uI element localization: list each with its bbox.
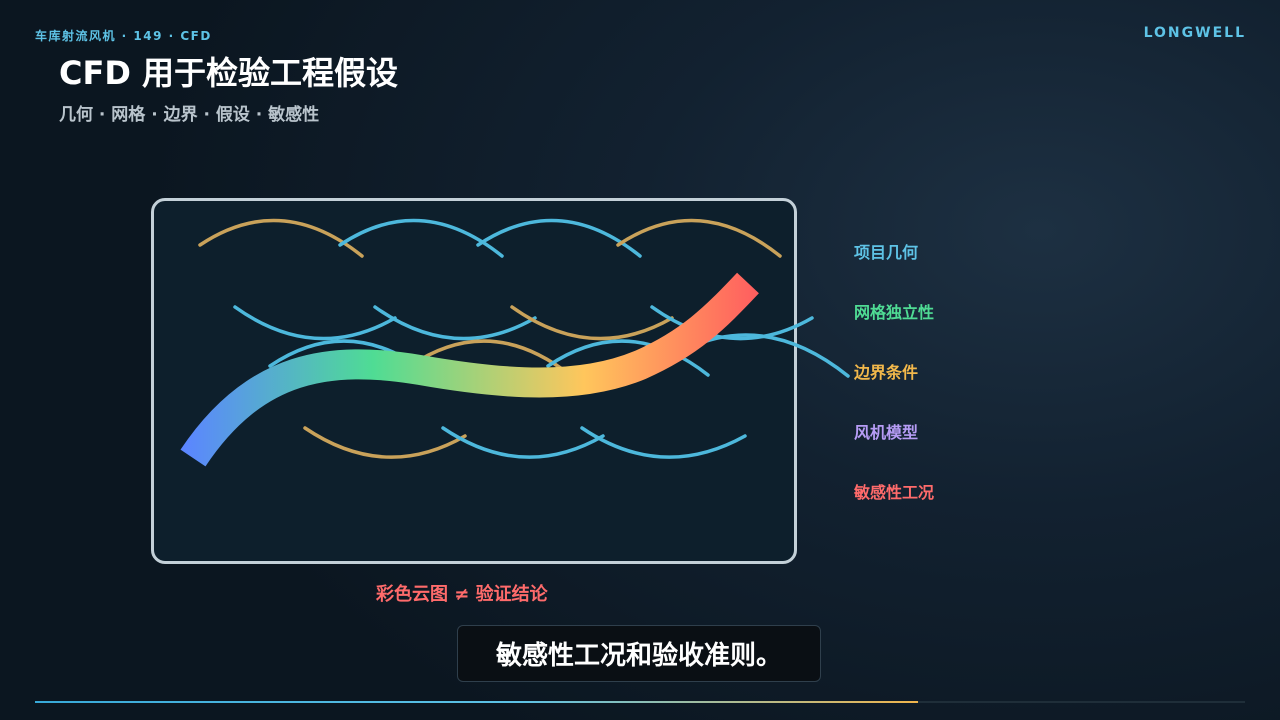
page-title: CFD 用于检验工程假设 xyxy=(59,54,399,92)
streamline-arc xyxy=(650,305,814,341)
subtitle-bar: 敏感性工况和验收准则。 xyxy=(457,625,821,682)
legend-item-sensitivity-cases: 敏感性工况 xyxy=(854,483,935,502)
brand-logo-text: LONGWELL xyxy=(1143,25,1246,41)
streamline-arc xyxy=(233,305,397,341)
diagram-caption: 彩色云图 ≠ 验证结论 xyxy=(376,584,548,605)
streamline-arc xyxy=(510,305,674,341)
legend-item-boundary-conditions: 边界条件 xyxy=(854,363,919,382)
progress-fill xyxy=(35,701,919,703)
streamline-arc xyxy=(303,426,467,459)
streamline-arc xyxy=(476,218,642,258)
progress-track xyxy=(35,701,1245,703)
legend-item-mesh-independence: 网格独立性 xyxy=(854,303,935,322)
streamline-arc xyxy=(408,339,572,377)
legend-item-geometry: 项目几何 xyxy=(854,243,919,262)
breadcrumb: 车库射流风机 · 149 · CFD xyxy=(35,29,212,43)
subtitle-text: 敏感性工况和验收准则。 xyxy=(495,641,782,671)
streamline-arc xyxy=(616,218,782,258)
streamline-arc xyxy=(198,218,364,258)
streamline-arc xyxy=(686,333,850,378)
streamline-arc xyxy=(373,305,537,341)
legend-item-fan-model: 风机模型 xyxy=(854,423,919,442)
streamline-arc xyxy=(441,426,605,459)
streamline-arc xyxy=(580,426,747,459)
page-subtitle: 几何 · 网格 · 边界 · 假设 · 敏感性 xyxy=(59,105,320,125)
flow-band xyxy=(180,272,759,467)
streamline-arc xyxy=(546,339,710,377)
streamline-arc xyxy=(338,218,504,258)
